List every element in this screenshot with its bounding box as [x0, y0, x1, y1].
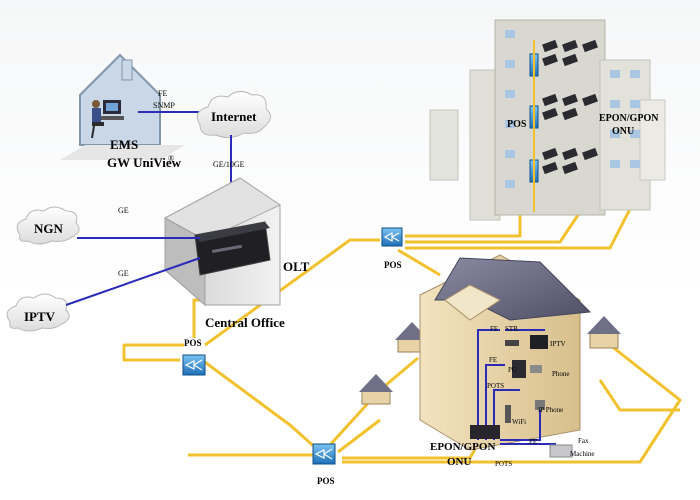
fiber-links	[122, 169, 682, 464]
computer-icon	[512, 360, 526, 378]
pots-left-label: POTS	[487, 382, 504, 390]
house-icon	[359, 374, 393, 405]
ngn-cloud: NGN	[16, 206, 80, 245]
ems-label: EMS	[110, 137, 138, 152]
house-fe-left: FE	[490, 325, 498, 333]
fiber-pos-upper-to-building-1	[405, 212, 522, 238]
pos-upper-device: POS	[381, 227, 403, 270]
pos-upper-label: POS	[384, 260, 402, 270]
fe-label: FE	[158, 89, 167, 98]
cloud-icon	[16, 206, 80, 245]
fiber-pos-center-to-lower	[201, 358, 319, 452]
fax-line2: Machine	[570, 450, 595, 458]
pos-lower-label: POS	[317, 476, 335, 486]
internet-label: Internet	[211, 109, 257, 124]
ip-phone-label: IP Phone	[538, 406, 563, 414]
iptv-label: IPTV	[24, 309, 56, 324]
house-icon	[587, 316, 621, 349]
fiber-pos-center-left	[122, 343, 184, 362]
iptv-cloud: IPTV	[6, 293, 70, 332]
fax-line1: Fax	[578, 437, 589, 445]
pos-center-device: POS	[182, 338, 206, 376]
person-icon	[91, 100, 104, 139]
ge-iptv-label: GE	[118, 269, 129, 278]
ems-station: EMS GW UniView ®	[60, 53, 185, 170]
stb-icon	[505, 340, 519, 346]
central-office: Central Office	[163, 177, 285, 330]
tv-icon	[530, 335, 548, 349]
ngn-label: NGN	[34, 221, 64, 236]
central-office-label: Central Office	[205, 315, 285, 330]
ip-phone-icon	[535, 400, 545, 410]
epon-gpon-onu-building-line2: ONU	[612, 126, 634, 137]
epon-gpon-home-line1: EPON/GPON	[430, 441, 495, 453]
cloud-icon	[6, 293, 70, 332]
internet-cloud: Internet	[196, 91, 271, 139]
phone-label: Phone	[552, 370, 570, 378]
fax-icon	[549, 444, 573, 458]
house-fe-mid: FE	[489, 356, 497, 364]
epon-gpon-onu-building-line1: EPON/GPON	[599, 113, 659, 124]
phone-icon	[530, 365, 542, 373]
ge-10ge-label: GE/10GE	[213, 160, 245, 169]
fiber-pos-upper-to-house	[397, 248, 441, 277]
house-iptv-label: IPTV	[550, 340, 566, 348]
wifi-router-icon	[505, 405, 511, 423]
pots-bottom-label: POTS	[495, 460, 512, 468]
stb-label: STB	[505, 325, 518, 333]
pos-center-label: POS	[184, 338, 202, 348]
onu-icon	[470, 425, 500, 439]
registered-mark: ®	[168, 154, 174, 163]
ge-ngn-label: GE	[118, 206, 129, 215]
gw-uniview-label: GW UniView	[107, 155, 182, 170]
pos-lower-device: POS	[312, 443, 336, 486]
epon-gpon-home-line2: ONU	[447, 456, 472, 468]
cloud-icon	[196, 91, 271, 139]
computer-icon	[100, 100, 124, 120]
pc-label: PC	[508, 366, 517, 374]
olt-label: OLT	[283, 259, 310, 274]
fiber-lower-to-house-mid	[337, 418, 381, 454]
snmp-label: SNMP	[153, 101, 175, 110]
olt-rack-icon	[194, 221, 271, 276]
main-house: FE STB IPTV FE PC Phone POTS IP Phone Wi…	[419, 254, 595, 468]
wifi-label: WiFi	[512, 418, 526, 426]
building-cluster: POS EPON/GPON ONU	[429, 19, 666, 221]
fiber-lower-to-house-right	[342, 343, 682, 464]
fiber-right-house	[598, 379, 680, 412]
pos-building-label: POS	[507, 119, 527, 130]
house-fe-right: FE	[529, 438, 537, 446]
iptv-to-olt-link	[65, 257, 201, 306]
fiber-pos-center-to-upper	[204, 238, 380, 347]
fiber-pos-upper-to-building-2	[405, 211, 582, 244]
onu-icon	[542, 39, 598, 175]
